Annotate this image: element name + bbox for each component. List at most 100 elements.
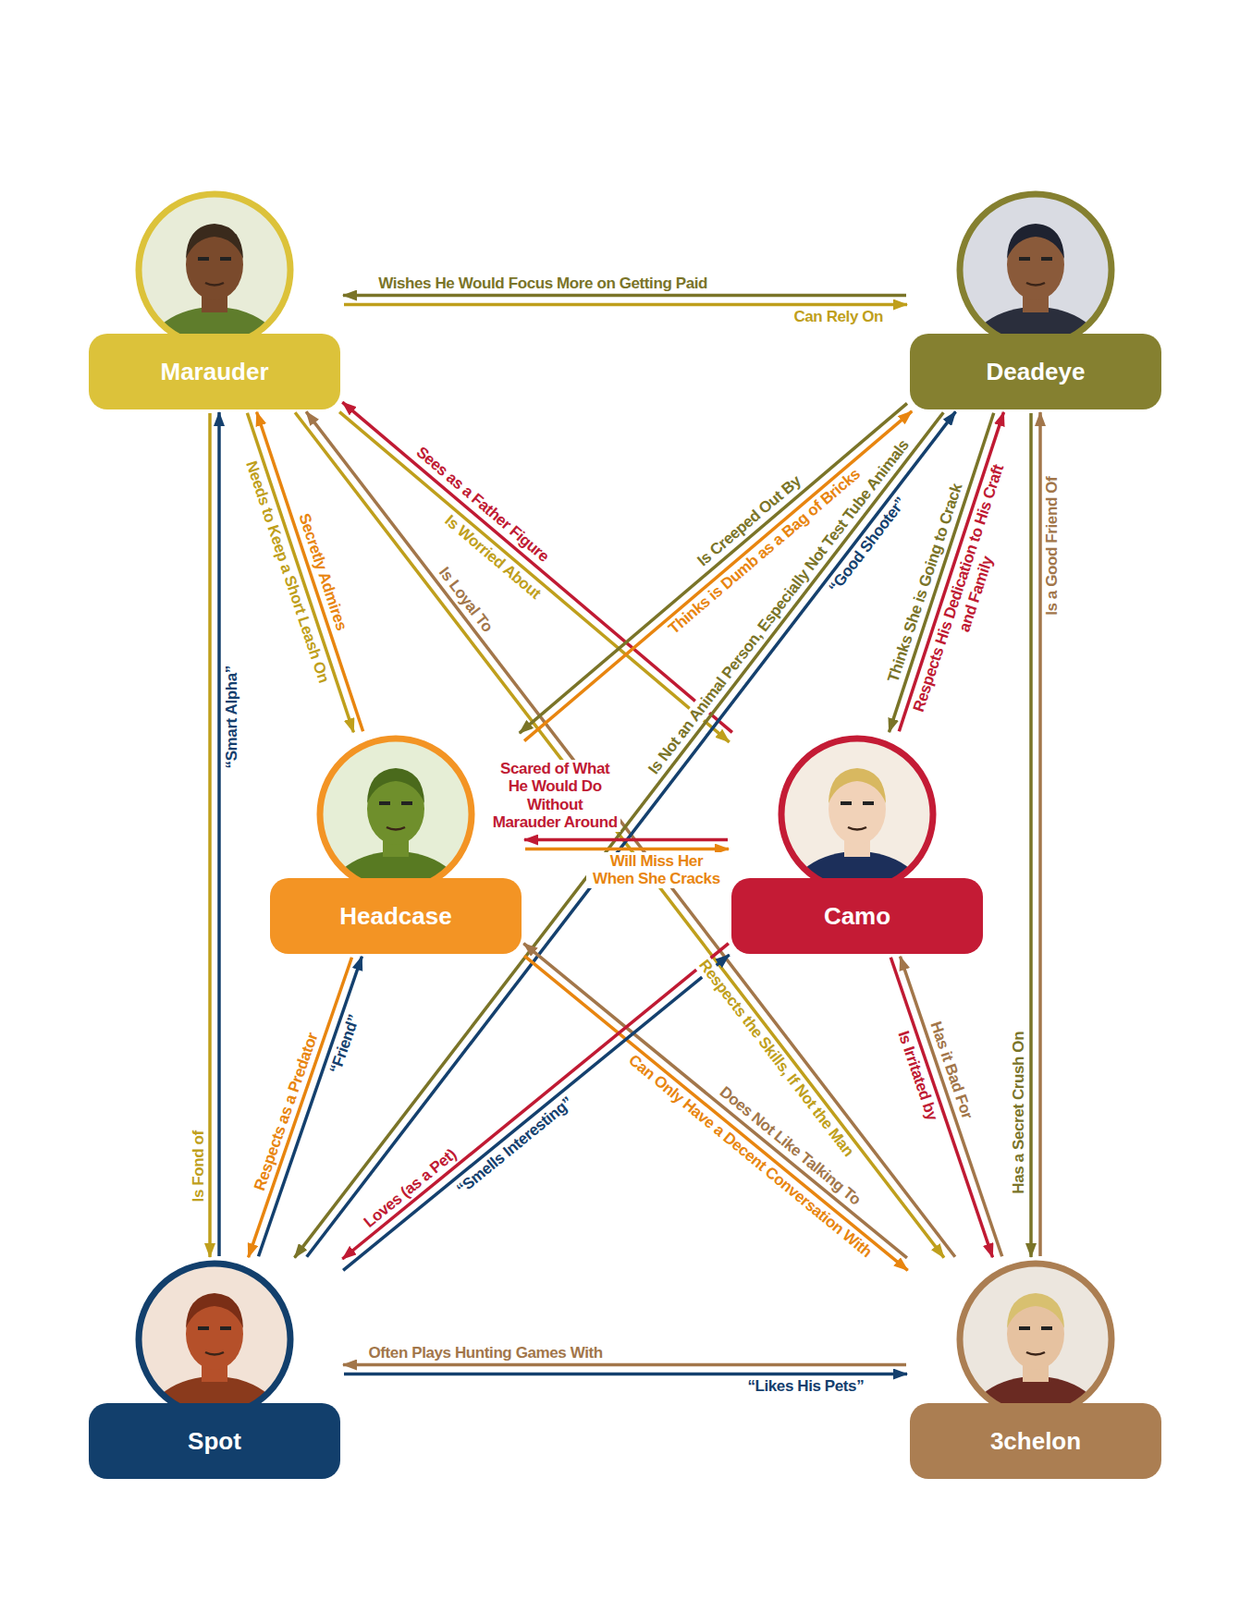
relationship-label: Scared of What He Would Do Without Marau… bbox=[489, 760, 621, 833]
portrait-ring bbox=[781, 738, 933, 891]
portrait-figure bbox=[135, 1260, 295, 1420]
portrait-hair bbox=[1006, 1293, 1065, 1329]
relationship-arrow bbox=[306, 411, 957, 1257]
portrait-hair bbox=[185, 1293, 244, 1329]
portrait-figure bbox=[777, 735, 937, 895]
relationship-arrow bbox=[248, 957, 353, 1258]
relationship-label: Will Miss Her When She Cracks bbox=[586, 852, 726, 889]
name-box: Spot bbox=[88, 1403, 341, 1480]
character-name: Camo bbox=[823, 902, 891, 932]
relationship-arrow bbox=[342, 402, 733, 733]
portrait-hair bbox=[828, 768, 886, 804]
character-node: Marauder bbox=[88, 190, 341, 410]
portrait-ring bbox=[138, 194, 291, 346]
relationship-arrow bbox=[208, 413, 212, 1258]
character-portrait bbox=[316, 735, 476, 895]
portrait-hair bbox=[185, 223, 244, 259]
relationship-label: Can Only Have a Decent Conversation With bbox=[622, 1049, 877, 1264]
relationship-arrow bbox=[294, 412, 945, 1258]
character-name: 3chelon bbox=[990, 1427, 1081, 1457]
portrait-figure bbox=[316, 735, 476, 895]
portrait-eye bbox=[1041, 257, 1053, 261]
relationship-arrow bbox=[343, 1363, 907, 1368]
portrait-eye bbox=[197, 257, 209, 261]
portrait-eye bbox=[1018, 1326, 1031, 1331]
character-name: Spot bbox=[187, 1427, 242, 1457]
portrait-eye bbox=[220, 1326, 232, 1331]
relationship-label: Can Rely On bbox=[790, 307, 886, 327]
character-name: Headcase bbox=[339, 902, 452, 932]
relationship-arrow bbox=[217, 412, 221, 1257]
portrait-eye bbox=[1041, 1326, 1053, 1331]
relationship-label: Respects as a Predator bbox=[249, 1028, 323, 1196]
relationship-arrow bbox=[525, 847, 729, 852]
portrait-eye bbox=[862, 801, 874, 806]
relationship-arrow bbox=[343, 1373, 908, 1377]
portrait-mouth bbox=[847, 827, 867, 831]
relationship-arrow bbox=[524, 838, 728, 843]
name-box: Deadeye bbox=[909, 333, 1162, 410]
portrait-ring bbox=[138, 1264, 291, 1416]
relationship-arrow bbox=[343, 955, 730, 1271]
name-box: Headcase bbox=[270, 878, 522, 955]
relationship-label: “Smart Alpha” bbox=[221, 662, 241, 772]
portrait-eye bbox=[379, 801, 391, 806]
portrait-eye bbox=[197, 1326, 209, 1331]
portrait-mouth bbox=[386, 827, 406, 831]
relationship-arrow bbox=[523, 944, 908, 1259]
relationship-label: Is Loyal To bbox=[433, 562, 499, 639]
relationship-label: Often Plays Hunting Games With bbox=[366, 1344, 606, 1363]
portrait-mouth bbox=[205, 282, 224, 286]
portrait-mouth bbox=[1026, 282, 1045, 286]
relationship-label: Is a Good Friend Of bbox=[1043, 473, 1062, 618]
relationship-arrow bbox=[246, 413, 354, 733]
portrait-ring bbox=[959, 194, 1112, 346]
relationship-arrow bbox=[257, 412, 364, 732]
relationship-arrow bbox=[1038, 412, 1043, 1257]
relationship-arrow bbox=[890, 957, 993, 1258]
portrait-mouth bbox=[1026, 1352, 1045, 1356]
portrait-ring bbox=[319, 738, 472, 891]
portrait-figure bbox=[135, 190, 295, 350]
relationship-label: “Smells Interesting” bbox=[451, 1092, 578, 1201]
relationship-label: Has a Secret Crush On bbox=[1009, 1029, 1029, 1198]
portrait-eye bbox=[1018, 257, 1031, 261]
relationship-arrow bbox=[339, 412, 730, 743]
relationship-label: Wishes He Would Focus More on Getting Pa… bbox=[375, 274, 711, 294]
name-box: Marauder bbox=[88, 333, 341, 410]
relationship-arrow bbox=[306, 411, 956, 1257]
portrait-figure bbox=[956, 190, 1116, 350]
relationship-label: Is Fond of bbox=[188, 1128, 208, 1205]
character-node: 3chelon bbox=[909, 1260, 1162, 1480]
character-node: Camo bbox=[731, 735, 983, 955]
character-node: Deadeye bbox=[909, 190, 1162, 410]
character-portrait bbox=[956, 1260, 1116, 1420]
relationship-arrow bbox=[1029, 413, 1033, 1258]
character-name: Marauder bbox=[159, 357, 269, 387]
relationship-arrow bbox=[258, 957, 363, 1257]
relationship-arrow bbox=[343, 303, 908, 307]
relationship-arrow bbox=[900, 957, 1003, 1257]
portrait-eye bbox=[401, 801, 413, 806]
name-box: Camo bbox=[731, 878, 983, 955]
name-box: 3chelon bbox=[909, 1403, 1162, 1480]
character-name: Deadeye bbox=[986, 357, 1086, 387]
portrait-ring bbox=[959, 1264, 1112, 1416]
relationship-arrow bbox=[524, 956, 909, 1271]
portrait-hair bbox=[367, 768, 425, 804]
portrait-eye bbox=[840, 801, 852, 806]
character-portrait bbox=[135, 190, 295, 350]
portrait-figure bbox=[956, 1260, 1116, 1420]
portrait-mouth bbox=[205, 1352, 224, 1356]
relationship-arrow bbox=[343, 294, 907, 298]
character-portrait bbox=[956, 190, 1116, 350]
character-portrait bbox=[135, 1260, 295, 1420]
character-portrait bbox=[777, 735, 937, 895]
character-node: Headcase bbox=[270, 735, 522, 955]
character-node: Spot bbox=[88, 1260, 341, 1480]
relationship-arrow bbox=[294, 412, 945, 1258]
portrait-hair bbox=[1006, 223, 1065, 259]
portrait-eye bbox=[220, 257, 232, 261]
relationship-label: “Likes His Pets” bbox=[744, 1377, 867, 1397]
